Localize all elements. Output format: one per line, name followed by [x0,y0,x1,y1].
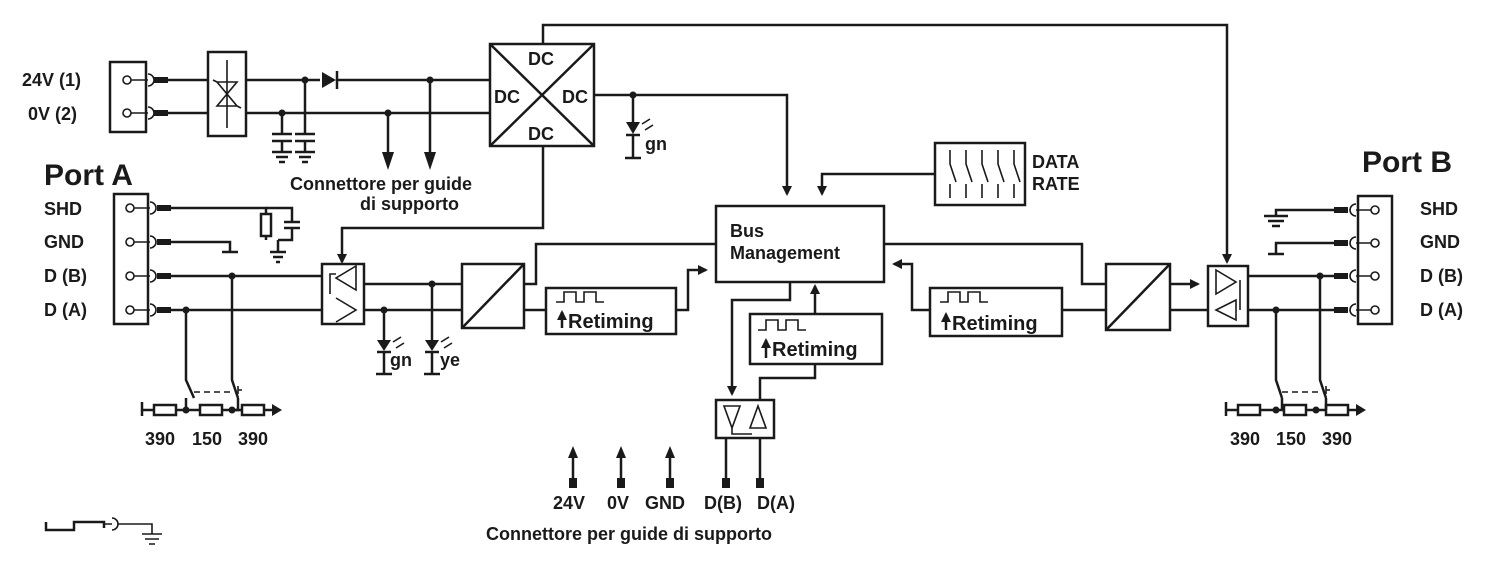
dc-right: DC [562,87,588,107]
label-0v-2: 0V (2) [28,104,77,124]
connettore-top-line2: di supporto [360,194,459,214]
retiming-a-label: Retiming [568,311,654,333]
bus-management-block [714,204,886,284]
bottom-pin-db: D(B) [704,493,742,513]
power-terminal-block [108,60,148,134]
port-a-terminal [112,192,150,326]
bottom-connettore-label: Connettore per guide di supporto [486,524,772,544]
port-a-res-1: 390 [145,429,175,449]
data-rate-line2: RATE [1032,174,1080,194]
bottom-pin-da: D(A) [757,493,795,513]
led-ye-a: ye [440,350,460,370]
data-rate-switch [933,141,1027,207]
port-a-pin-da: D (A) [44,300,87,320]
port-b-pin-da: D (A) [1420,300,1463,320]
port-b-pin-db: D (B) [1420,266,1463,286]
retiming-center-label: Retiming [772,339,858,361]
rail-arrow-icons [382,152,436,170]
port-b-pin-shd: SHD [1420,199,1458,219]
port-b-title: Port B [1362,146,1452,179]
port-a-pin-shd: SHD [44,199,82,219]
dc-left: DC [494,87,520,107]
port-a-res-2: 150 [192,429,222,449]
led-gn-a: gn [390,350,412,370]
retiming-b-label: Retiming [952,313,1038,335]
data-rate-line1: DATA [1032,152,1079,172]
port-b-res-3: 390 [1322,429,1352,449]
label-24v-1: 24V (1) [22,70,81,90]
port-a-title: Port A [44,159,133,192]
bottom-pin-24v: 24V [553,493,585,513]
bottom-pin-gnd: GND [645,493,685,513]
led-a-icons [377,340,439,351]
bottom-pin-0v: 0V [607,493,629,513]
capacitor-icons [272,80,315,164]
port-b-pin-gnd: GND [1420,232,1460,252]
retiming-b [928,286,1064,338]
port-a-res-3: 390 [238,429,268,449]
bus-line1: Bus [730,221,764,241]
diode-icon [322,72,336,88]
port-a-pin-db: D (B) [44,266,87,286]
port-b-terminal [1356,194,1394,326]
led-gn-top-icon [626,122,640,134]
retiming-a [544,286,678,336]
din-rail-ground-icon [44,520,106,532]
port-b-res-2: 150 [1276,429,1306,449]
dip-switch-icon [949,150,1021,198]
port-b-res-1: 390 [1230,429,1260,449]
port-a-pin-gnd: GND [44,232,84,252]
dc-top: DC [528,49,554,69]
transceiver-b [1206,264,1250,328]
led-gn-top-label: gn [645,134,667,154]
bus-line2: Management [730,243,840,263]
dc-bottom: DC [528,124,554,144]
connettore-top-line1: Connettore per guide [290,174,472,194]
